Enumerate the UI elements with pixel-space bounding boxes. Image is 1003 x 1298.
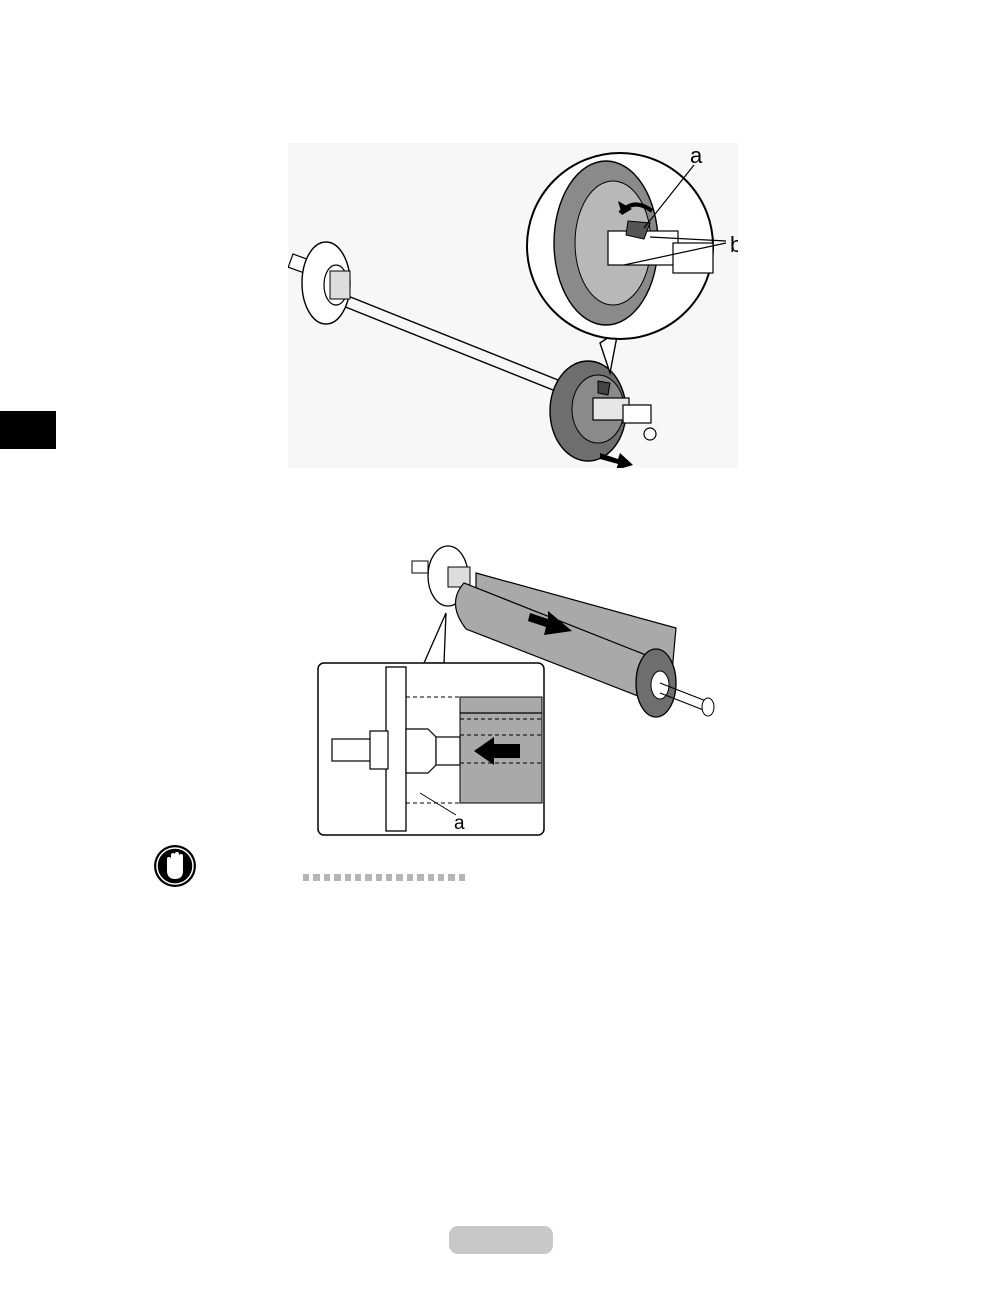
roll-holder-illustration: a b [288,143,738,468]
inset-label-a: a [454,813,465,834]
paper-roll-illustration: a [316,543,726,838]
section-divider [303,874,465,881]
callout-label-a: a [690,143,703,168]
header-rule [0,0,1003,2]
callout-label-b: b [730,232,738,257]
page-number-tab [449,1226,553,1254]
alignment-inset [318,663,544,835]
chapter-tab [0,411,56,449]
left-flange [302,242,350,324]
hand-stop-icon [152,843,198,889]
